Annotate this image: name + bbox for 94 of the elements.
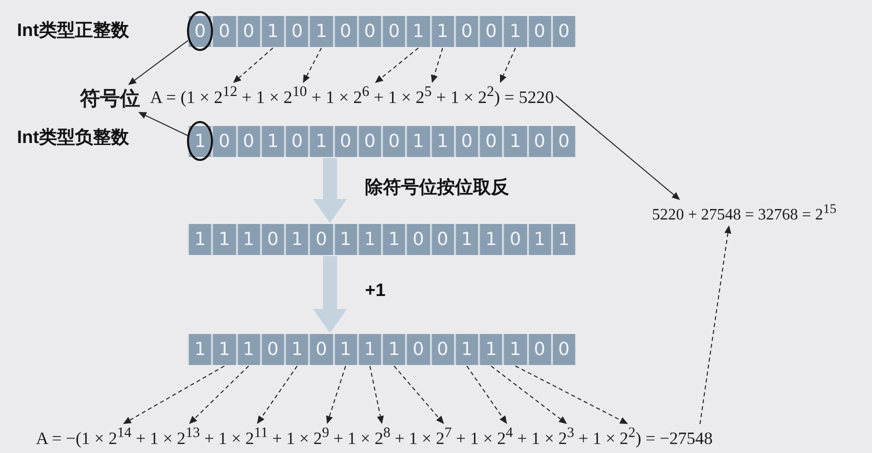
- bit-cell: 1: [262, 16, 284, 47]
- arrow: [394, 366, 444, 424]
- bit-cell: 1: [407, 16, 430, 47]
- bit-cell: 1: [334, 334, 357, 365]
- bit-cell: 1: [383, 224, 406, 255]
- bit-cell: 0: [528, 334, 551, 365]
- bit-cell: 1: [286, 334, 308, 365]
- bit-cell: 1: [504, 16, 526, 47]
- bit-cell: 0: [383, 126, 406, 157]
- formula: 5220 + 27548 = 32768 = 2$^{15}$: [652, 201, 836, 224]
- bit-cell: 0: [286, 16, 308, 47]
- arrow: [369, 366, 384, 424]
- bit-cell: 0: [310, 224, 332, 255]
- bit-cell: 1: [432, 126, 454, 157]
- bit-row: [188, 334, 576, 365]
- bit-cell: 1: [189, 334, 212, 365]
- bit-cell: 0: [432, 334, 454, 365]
- bit-cell: 1: [480, 334, 502, 365]
- formula: A = (1 × 2$^{12}$ + 1 × 2$^{10}$ + 1 × 2$^{6}$ + 1 × 2$^{5}$ + 1 × 2$^{2}$) = 5220: [150, 84, 554, 108]
- bit-cell: 1: [238, 224, 260, 255]
- arrow: [257, 366, 298, 424]
- bit-cell: 0: [528, 16, 551, 47]
- arrow: [555, 95, 680, 200]
- bit-cell: 0: [358, 126, 381, 157]
- bit-cell: 1: [358, 224, 381, 255]
- bit-cell: 1: [310, 126, 332, 157]
- formula: A = −(1 × 2$^{14}$ + 1 × 2$^{13}$ + 1 × 2$^{11}$ + 1 × 2$^{9}$ + 1 × 2$^{8}$ + 1 × 2$^{7}$ + 1 × 2$^{4}$ + 1 × 2$^{3}$ + 1 × 2$^{2}$) = −27548: [36, 425, 713, 449]
- bit-cell: 1: [480, 224, 502, 255]
- bit-cell: 1: [262, 126, 284, 157]
- arrow: [430, 48, 444, 83]
- bit-cell: 0: [456, 126, 478, 157]
- bit-row: [188, 126, 576, 157]
- bit-cell: 1: [383, 334, 406, 365]
- bit-cell: 1: [456, 224, 478, 255]
- bit-cell: 0: [334, 16, 357, 47]
- bit-cell: 0: [383, 16, 406, 47]
- arrow: [700, 225, 732, 424]
- arrow: [326, 366, 346, 424]
- arrow: [490, 366, 567, 424]
- bit-cell: 0: [504, 224, 526, 255]
- bit-cell: 0: [213, 16, 236, 47]
- arrow: [500, 48, 516, 83]
- bit-cell: 0: [432, 224, 454, 255]
- bit-cell: 1: [358, 334, 381, 365]
- bit-cell: 0: [286, 126, 308, 157]
- arrow: [128, 39, 190, 85]
- arrow: [303, 48, 322, 83]
- bit-cell: 0: [213, 126, 236, 157]
- bit-cell: 1: [213, 224, 236, 255]
- edge-label: 除符号位按位取反: [365, 176, 509, 198]
- bit-cell: 0: [407, 334, 430, 365]
- bit-cell: 1: [504, 126, 526, 157]
- bit-cell: 1: [528, 224, 551, 255]
- bit-cell: 0: [456, 16, 478, 47]
- bit-cell: 1: [213, 334, 236, 365]
- block-arrow: [313, 158, 347, 223]
- bit-cell: 0: [528, 126, 551, 157]
- bit-cell: 1: [432, 16, 454, 47]
- arrow: [375, 48, 419, 83]
- bit-cell: 1: [456, 334, 478, 365]
- block-arrow: [313, 256, 347, 333]
- bit-row: [188, 224, 576, 255]
- bit-cell: 1: [238, 334, 260, 365]
- arrow: [466, 366, 507, 424]
- bit-cell: 0: [262, 224, 284, 255]
- bit-cell: 1: [310, 16, 332, 47]
- bit-cell: 0: [480, 16, 502, 47]
- bit-cell: 0: [552, 126, 575, 157]
- bit-cell: 0: [262, 334, 284, 365]
- row-title: Int类型负整数: [17, 126, 129, 148]
- bit-cell: 1: [504, 334, 526, 365]
- bit-cell: 0: [358, 16, 381, 47]
- bit-cell: 0: [552, 334, 575, 365]
- bit-cell: 0: [480, 126, 502, 157]
- edge-label: +1: [365, 279, 386, 301]
- arrow: [233, 48, 274, 83]
- bit-row: [188, 16, 576, 47]
- bit-cell: 1: [552, 224, 575, 255]
- arrow: [189, 366, 250, 424]
- bit-cell: 1: [334, 224, 357, 255]
- bit-cell: 0: [238, 126, 260, 157]
- sign-bit-label: 符号位: [80, 85, 140, 112]
- row-title: Int类型正整数: [17, 19, 129, 41]
- bit-cell: 1: [407, 126, 430, 157]
- bit-cell: 1: [286, 224, 308, 255]
- bit-cell: 0: [238, 16, 260, 47]
- bit-cell: 0: [552, 16, 575, 47]
- bit-cell: 1: [189, 224, 212, 255]
- bit-cell: 0: [334, 126, 357, 157]
- bit-cell: 0: [407, 224, 430, 255]
- arrow: [514, 366, 628, 424]
- bit-cell: 0: [310, 334, 332, 365]
- arrow: [123, 366, 225, 424]
- arrow: [138, 112, 190, 137]
